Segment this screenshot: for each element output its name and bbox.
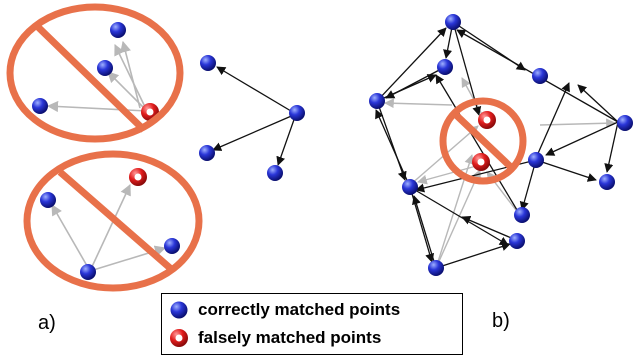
correct-point xyxy=(289,105,305,121)
blue-point-icon xyxy=(170,301,188,319)
legend-label-false: falsely matched points xyxy=(198,328,382,347)
rejected-arrows-a-bottom xyxy=(51,183,167,272)
correct-point xyxy=(528,152,544,168)
correct-point xyxy=(437,59,453,75)
correct-point xyxy=(97,60,113,76)
red-point-icon xyxy=(170,329,188,347)
correct-point xyxy=(32,98,48,114)
correct-point xyxy=(200,55,216,71)
correct-point xyxy=(509,233,525,249)
valid-arrows-a xyxy=(212,66,297,166)
correct-point xyxy=(40,192,56,208)
legend: correctly matched points falsely matched… xyxy=(161,293,463,355)
legend-item-false: falsely matched points xyxy=(168,326,381,350)
prohibition-mark-a-top xyxy=(6,3,184,143)
correct-point xyxy=(402,179,418,195)
correct-point xyxy=(514,207,530,223)
panel-b xyxy=(369,14,633,276)
legend-item-correct: correctly matched points xyxy=(168,298,400,322)
correct-point xyxy=(445,14,461,30)
rejected-arrows-a-top xyxy=(46,40,148,113)
correct-point xyxy=(164,238,180,254)
correct-point xyxy=(199,145,215,161)
correct-point xyxy=(428,260,444,276)
correct-point xyxy=(267,165,283,181)
correct-point xyxy=(532,68,548,84)
correct-point xyxy=(599,174,615,190)
correct-point xyxy=(80,264,96,280)
legend-label-correct: correctly matched points xyxy=(198,300,401,319)
correct-point xyxy=(110,22,126,38)
false-point xyxy=(129,168,147,186)
valid-arrows-b xyxy=(375,21,619,269)
panel-a-label: a) xyxy=(38,312,56,334)
panel-b-label: b) xyxy=(492,310,510,332)
panel-a xyxy=(6,3,305,292)
prohibition-mark-a-bottom xyxy=(23,150,203,292)
false-point xyxy=(478,111,496,129)
prohibition-mark-b xyxy=(439,97,527,185)
correct-point xyxy=(369,93,385,109)
correct-point xyxy=(617,115,633,131)
false-point xyxy=(472,153,490,171)
